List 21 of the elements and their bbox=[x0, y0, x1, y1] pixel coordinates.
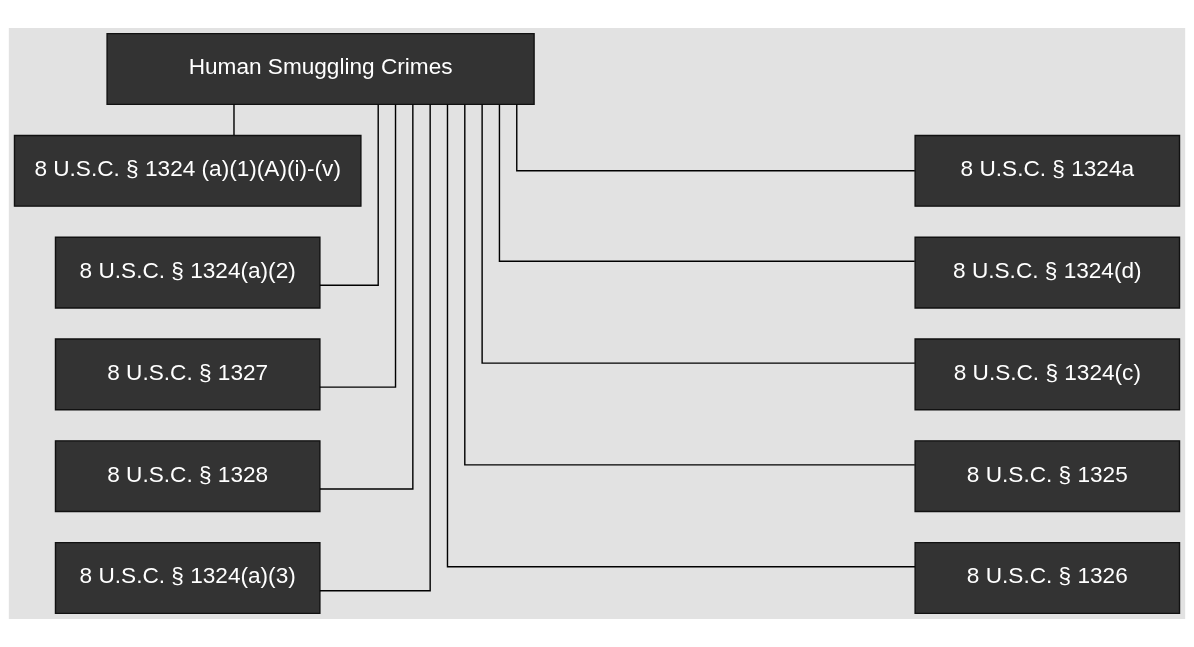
connector bbox=[233, 103, 235, 136]
connector bbox=[446, 103, 916, 568]
connector bbox=[516, 103, 916, 172]
connector bbox=[481, 103, 916, 364]
connector bbox=[464, 104, 916, 466]
node-box: Human Smuggling Crimes bbox=[106, 32, 535, 106]
connector bbox=[498, 104, 916, 262]
connector bbox=[319, 104, 397, 388]
node-box: 8 U.S.C. § 1324(a)(3) bbox=[54, 541, 321, 615]
node-box: 8 U.S.C. § 1325 bbox=[914, 440, 1181, 513]
node-box: 8 U.S.C. § 1324a bbox=[914, 134, 1181, 207]
node-box: 8 U.S.C. § 1326 bbox=[914, 541, 1181, 615]
node-box: 8 U.S.C. § 1324(a)(2) bbox=[54, 236, 321, 309]
node-box: 8 U.S.C. § 1328 bbox=[54, 440, 321, 513]
node-box: 8 U.S.C. § 1324(c) bbox=[914, 338, 1181, 411]
node-box: 8 U.S.C. § 1324(d) bbox=[914, 236, 1181, 309]
node-box: 8 U.S.C. § 1324 (a)(1)(A)(i)-(v) bbox=[13, 134, 362, 207]
connector bbox=[319, 104, 379, 287]
connector bbox=[319, 103, 431, 592]
node-box: 8 U.S.C. § 1327 bbox=[54, 338, 321, 411]
connector bbox=[319, 103, 414, 490]
